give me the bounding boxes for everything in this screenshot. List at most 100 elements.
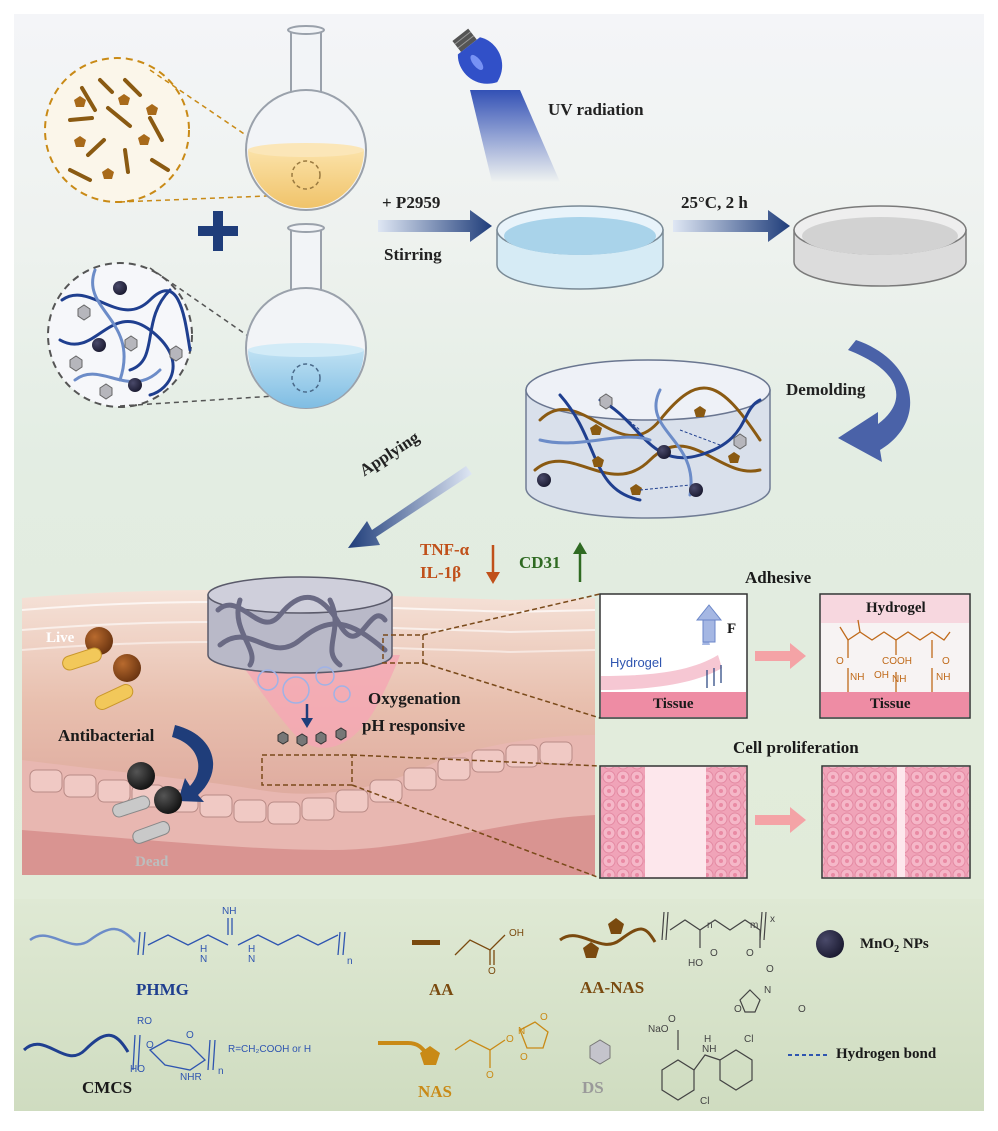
- ph-release-arrow: [301, 704, 313, 728]
- aa-nas-m-subscript: m: [750, 920, 759, 931]
- phmg-n-label: N: [248, 954, 256, 965]
- oxygen-bubbles: [257, 666, 351, 704]
- hydrogel-cylinder: [525, 359, 771, 519]
- aa-nas-o-label: O: [766, 964, 774, 975]
- process-arrow: [378, 210, 492, 242]
- cmcs-nhr-label: NHR: [180, 1072, 202, 1083]
- cmcs-o-label: O: [186, 1030, 194, 1041]
- ds-nh-label: NH: [702, 1044, 717, 1055]
- tissue-label-right: Tissue: [870, 696, 911, 712]
- nh-label: NH: [850, 672, 865, 683]
- stirring-label: Stirring: [384, 245, 442, 264]
- tissue-label-left: Tissue: [653, 696, 694, 712]
- phmg-structure: [137, 918, 346, 956]
- aa-nas-o-label: O: [746, 948, 754, 959]
- mno2-symbol: [816, 930, 844, 958]
- oxygenation-label: Oxygenation: [368, 689, 461, 708]
- ds-label: DS: [582, 1078, 604, 1097]
- antibacterial-arrow: [172, 725, 214, 802]
- zoom-box-proliferation: [261, 754, 353, 786]
- dead-label: Dead: [135, 854, 169, 870]
- phmg-label: PHMG: [136, 980, 189, 999]
- petri-dish-solution: [496, 205, 664, 290]
- panel-arrow: [755, 643, 806, 669]
- nas-o-label: O: [506, 1034, 514, 1045]
- temperature-time-label: 25°C, 2 h: [681, 193, 748, 212]
- nh-label: NH: [936, 672, 951, 683]
- aa-oh-label: OH: [509, 928, 524, 939]
- cd31-up-arrow: [573, 542, 587, 582]
- aa-nas-n-ring-label: N: [764, 985, 772, 996]
- flask-aa-nas: [245, 25, 367, 211]
- aa-nas-o-label: O: [710, 948, 718, 959]
- petri-dish-hydrogel: [793, 205, 967, 287]
- hydrogel-label-left: Hydrogel: [610, 655, 663, 670]
- ds-structure: [661, 1030, 753, 1101]
- aa-nas-o-label: O: [734, 1004, 742, 1015]
- mno2-label: MnO2 NPs: [860, 936, 929, 955]
- adhesive-panel-right: [819, 593, 971, 719]
- demolding-arrow: [838, 340, 911, 462]
- zoom-line: [149, 267, 291, 366]
- applying-arrow: [348, 466, 472, 548]
- cell-panel-before: [599, 765, 748, 879]
- cmcs-structure: [132, 1034, 216, 1071]
- aa-o-label: O: [488, 966, 496, 977]
- aa-label: AA: [429, 980, 454, 999]
- zoom-line: [119, 194, 291, 203]
- cmcs-o-label: O: [146, 1040, 154, 1051]
- aa-nas-x-subscript: x: [770, 914, 775, 925]
- il-1beta-label: IL-1β: [420, 563, 462, 582]
- oh-label: OH: [874, 670, 889, 681]
- demolding-label: Demolding: [786, 380, 866, 399]
- aa-symbol: [412, 940, 440, 945]
- plus-icon: [198, 211, 238, 251]
- nas-o-label: O: [540, 1012, 548, 1023]
- zoom-line: [351, 784, 601, 879]
- ds-nao-label: NaO: [648, 1024, 669, 1035]
- aa-nas-ho-label: HO: [688, 958, 703, 969]
- process-arrow: [673, 210, 790, 242]
- cd31-label: CD31: [519, 553, 561, 572]
- aa-nas-zoom-circle: [44, 57, 190, 203]
- cell-proliferation-title: Cell proliferation: [733, 738, 859, 757]
- nas-o-label: O: [520, 1052, 528, 1063]
- live-label: Live: [46, 630, 75, 646]
- hydrogel-label-right: Hydrogel: [866, 600, 926, 616]
- nas-n-label: N: [518, 1026, 526, 1037]
- phmg-n-label: N: [200, 954, 208, 965]
- zoom-line: [422, 662, 601, 719]
- cmcs-r-definition: R=CH₂COOH or H: [228, 1044, 312, 1055]
- adhesive-panel-left: [599, 593, 748, 719]
- aa-nas-label: AA-NAS: [580, 978, 645, 997]
- flask-cmcs-phmg: [245, 223, 367, 409]
- adhesive-title: Adhesive: [745, 568, 812, 587]
- zoom-line: [119, 394, 291, 407]
- zoom-line: [351, 754, 601, 767]
- hydrogen-bond-label: Hydrogen bond: [836, 1046, 937, 1062]
- antibacterial-label: Antibacterial: [58, 726, 155, 745]
- p2959-label: + P2959: [382, 193, 441, 212]
- ds-o-label: O: [668, 1014, 676, 1025]
- uv-bulb-icon: [452, 28, 560, 182]
- nas-symbol: [378, 1041, 440, 1065]
- aa-nas-o-label: O: [798, 1004, 806, 1015]
- o-label: O: [942, 656, 950, 667]
- ds-cl-label: Cl: [700, 1096, 710, 1107]
- skin-wound-cross-section: [21, 590, 596, 875]
- aa-nas-structure: [661, 911, 767, 1013]
- cmcs-label: CMCS: [82, 1078, 133, 1097]
- cmcs-ro-label: RO: [137, 1016, 152, 1027]
- zoom-line: [149, 69, 291, 166]
- nas-label: NAS: [418, 1082, 453, 1101]
- cmcs-phmg-zoom-circle: [47, 262, 193, 408]
- nas-o-label: O: [486, 1070, 494, 1081]
- force-label: F: [727, 621, 737, 637]
- phmg-symbol: [29, 927, 136, 946]
- legend-panel: [14, 899, 984, 1111]
- live-bacteria: [62, 627, 141, 710]
- uv-radiation-label: UV radiation: [548, 100, 644, 119]
- ds-h-label: H: [704, 1034, 712, 1045]
